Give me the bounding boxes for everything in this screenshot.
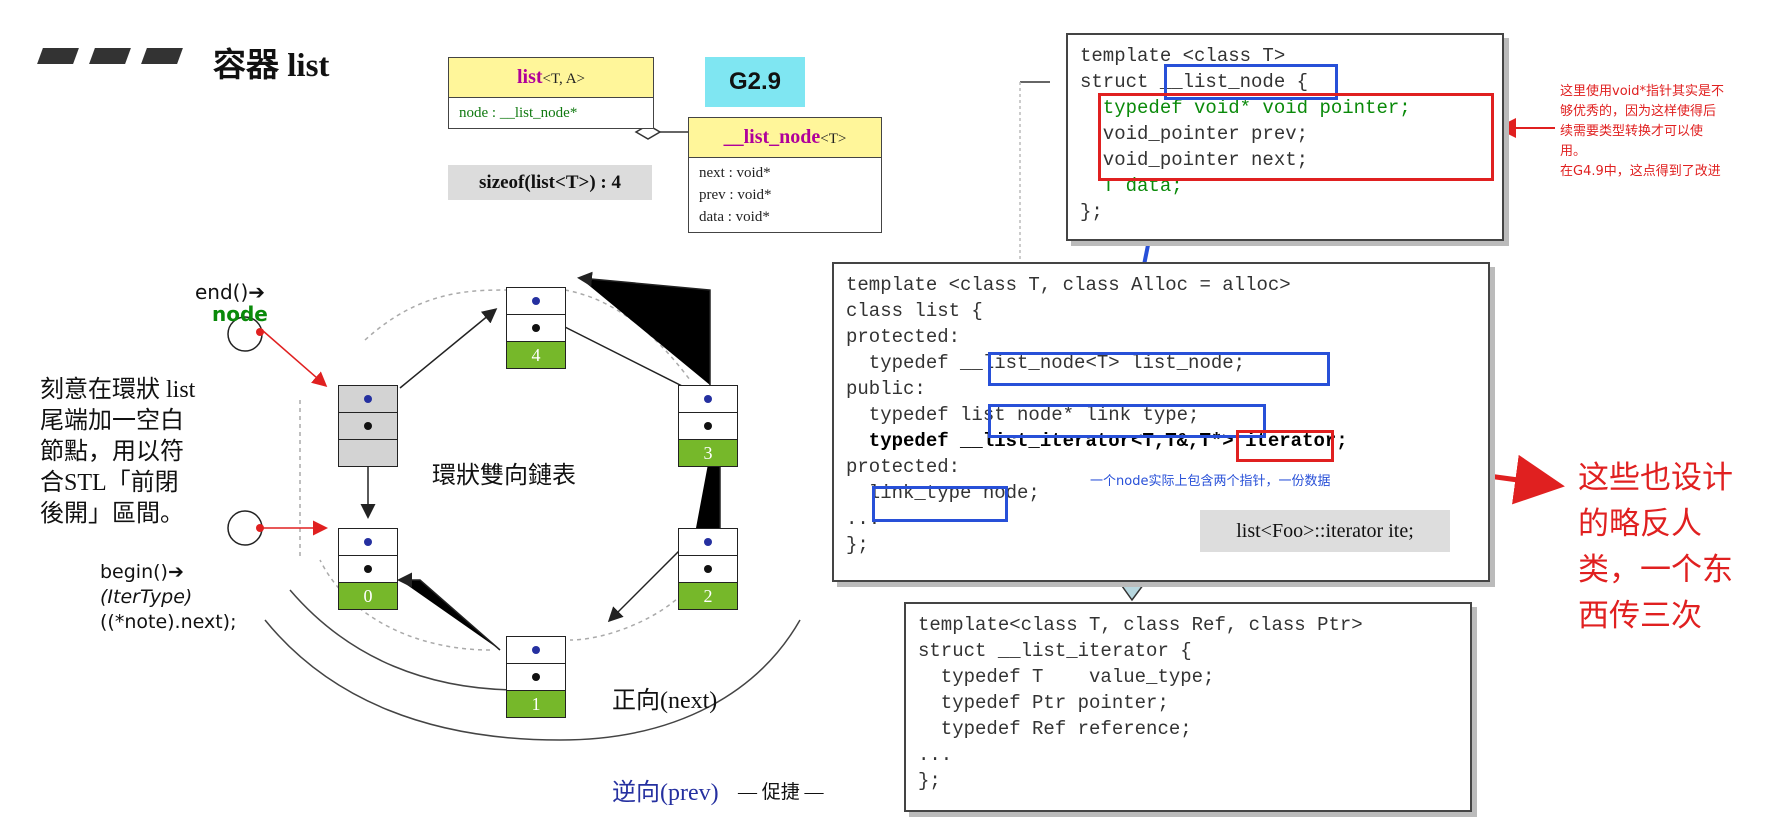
iterator-usage-note: list<Foo>::iterator ite; <box>1200 510 1450 552</box>
code-line: class list { <box>846 300 983 322</box>
void-pointer-note: 这里使用void*指针其实是不 够优秀的，因为这样使得后 续需要类型转换才可以使… <box>1560 84 1725 179</box>
page-title: 容器 list <box>213 48 330 84</box>
code-line: public: <box>846 378 926 400</box>
code-line: ... <box>846 508 881 530</box>
begin-label: begin()➔ (IterType) ((*note).next); <box>100 561 237 633</box>
list-node-class-title: __list_node<T> <box>689 118 881 158</box>
code-line: typedef void* void pointer; <box>1080 97 1411 119</box>
list-node-typedef-highlight <box>988 352 1330 386</box>
link-type-typedef-highlight <box>988 404 1266 438</box>
code-line: void_pointer prev; <box>1080 123 1309 145</box>
code-line: typedef Ptr pointer; <box>918 692 1169 714</box>
ring-center-label: 環狀雙向鏈表 <box>432 463 576 489</box>
ring-node-0: 0 <box>338 528 398 610</box>
list-class-member: node : __list_node* <box>459 105 578 121</box>
header-bar <box>89 48 131 64</box>
ring-node-4: 4 <box>506 287 566 369</box>
list-node-code-panel: template <class T> struct __list_node { … <box>1066 33 1504 241</box>
design-critique-note: 这些也设计 的略反人 类，一个东 西传三次 <box>1578 460 1733 634</box>
end-label: end()➔ <box>195 280 266 304</box>
code-line: struct __list_node { <box>1080 71 1309 93</box>
ring-node-1: 1 <box>506 636 566 718</box>
code-line: template<class T, class Ref, class Ptr> <box>918 614 1363 636</box>
code-line: typedef T value_type; <box>918 666 1215 688</box>
code-line: typedef list node* link type; <box>846 404 1200 426</box>
code-line: void_pointer next; <box>1080 149 1309 171</box>
code-line: ... <box>918 744 953 766</box>
code-line: }; <box>1080 201 1103 223</box>
iterator-params-highlight <box>1236 430 1334 462</box>
version-badge: G2.9 <box>705 57 805 107</box>
member-prev: prev : void* <box>699 187 772 203</box>
list-class-box: list<T, A> node : __list_node* <box>448 57 654 129</box>
code-line: }; <box>846 534 869 556</box>
node-member-highlight <box>872 486 1008 522</box>
backward-label: 逆向(prev) <box>612 780 719 806</box>
ring-node-2: 2 <box>678 528 738 610</box>
iterator-code-panel: template<class T, class Ref, class Ptr> … <box>904 602 1472 812</box>
code-line: protected: <box>846 456 961 478</box>
ring-sentinel-node <box>338 385 398 467</box>
list-node-class-box: __list_node<T> next : void* prev : void*… <box>688 117 882 233</box>
list-node-members: next : void* prev : void* data : void* <box>689 158 881 232</box>
code-line: template <class T, class Alloc = alloc> <box>846 274 1291 296</box>
ring-node-3: 3 <box>678 385 738 467</box>
code-line: typedef __list_node<T> list_node; <box>846 352 1246 374</box>
void-pointer-highlight <box>1098 93 1494 181</box>
code-line: struct __list_iterator { <box>918 640 1192 662</box>
list-class-title: list<T, A> <box>449 58 653 98</box>
code-line: protected: <box>846 326 961 348</box>
code-line: template <class T> <box>1080 45 1286 67</box>
header-bar <box>37 48 79 64</box>
sentinel-note: 刻意在環狀 list 尾端加一空白 節點，用以符 合STL「前閉 後開」區間。 <box>40 377 196 527</box>
member-next: next : void* <box>699 165 771 181</box>
header-bar <box>141 48 183 64</box>
end-node-label: node <box>212 302 268 326</box>
code-line: }; <box>918 770 941 792</box>
member-data: data : void* <box>699 209 770 225</box>
sizeof-label: sizeof(list<T>) : 4 <box>448 165 652 200</box>
node-content-note: 一个node实际上包含两个指针，一份数据 <box>1090 474 1331 489</box>
code-line: typedef Ref reference; <box>918 718 1192 740</box>
forward-label: 正向(next) <box>612 688 718 714</box>
list-node-struct-highlight <box>1164 64 1338 100</box>
shortcut-label: — 促捷 — <box>738 782 824 803</box>
